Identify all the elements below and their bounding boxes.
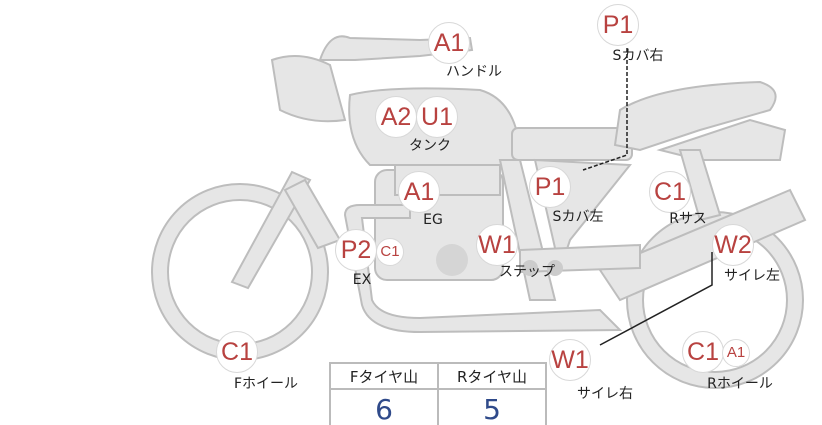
- marker-badge[interactable]: P1: [597, 4, 639, 46]
- marker-badge[interactable]: W2: [712, 224, 754, 266]
- marker-label-side-cover-left: Sカバ左: [552, 209, 604, 225]
- marker-badge[interactable]: A1: [428, 22, 470, 64]
- marker-badge[interactable]: W1: [549, 339, 591, 381]
- marker-badge[interactable]: C1: [682, 331, 724, 373]
- marker-label-muffler-left: サイレ左: [724, 268, 780, 284]
- marker-badge[interactable]: C1: [649, 171, 691, 213]
- header-rear-tire: Rタイヤ山: [437, 362, 547, 390]
- side-cover: [511, 127, 633, 161]
- marker-label-engine: EG: [423, 212, 443, 228]
- marker-label-front-wheel: Fホイール: [233, 376, 299, 392]
- marker-badge[interactable]: C1: [216, 331, 258, 373]
- seat: [613, 80, 777, 152]
- tire-tread-table: Fタイヤ山 Rタイヤ山 6 5: [329, 362, 547, 425]
- marker-badge[interactable]: W1: [476, 224, 518, 266]
- value-front-tire: 6: [329, 388, 439, 425]
- value-rear-tire: 5: [437, 388, 547, 425]
- marker-label-rear-suspension: Rサス: [669, 211, 707, 227]
- marker-badge[interactable]: U1: [416, 96, 458, 138]
- marker-label-exhaust: EX: [352, 272, 372, 288]
- marker-label-tank: タンク: [409, 138, 451, 154]
- leader-lines: [582, 48, 713, 346]
- marker-badge[interactable]: A2: [375, 96, 417, 138]
- marker-badge[interactable]: P1: [529, 166, 571, 208]
- marker-label-muffler-right: サイレ右: [577, 386, 633, 402]
- marker-label-handle: ハンドル: [446, 64, 502, 80]
- exhaust-pipe: [343, 204, 623, 334]
- header-front-tire: Fタイヤ山: [329, 362, 439, 390]
- marker-label-side-cover-right: Sカバ右: [612, 48, 664, 64]
- marker-badge-small[interactable]: A1: [722, 339, 750, 367]
- engine-cover: [436, 244, 468, 276]
- headlight-cowl: [270, 55, 347, 123]
- step-peg-2: [547, 260, 563, 276]
- step-peg-1: [522, 260, 538, 276]
- rear-shock: [678, 149, 722, 222]
- muffler: [598, 188, 807, 302]
- marker-badge-small[interactable]: C1: [376, 238, 404, 266]
- marker-label-rear-wheel: Rホイール: [707, 376, 773, 392]
- marker-label-step: ステップ: [499, 264, 555, 280]
- marker-badge[interactable]: P2: [335, 229, 377, 271]
- marker-badge[interactable]: A1: [398, 171, 440, 213]
